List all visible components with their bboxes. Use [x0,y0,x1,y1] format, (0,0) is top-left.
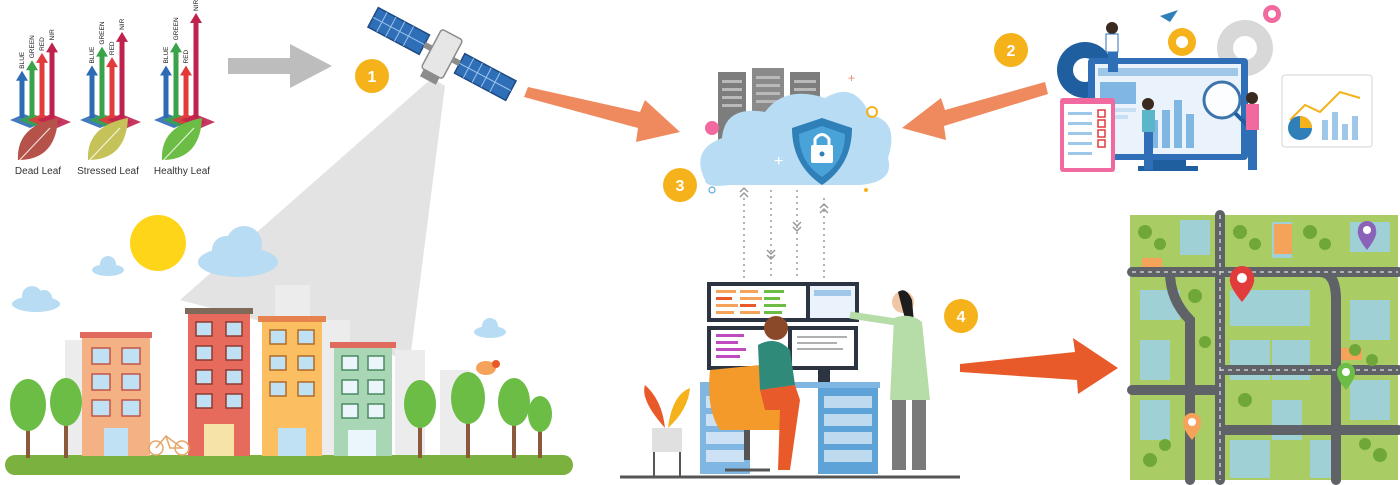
band-label: BLUE [89,46,96,64]
band-arrow-shaft [163,73,169,118]
step-number: 3 [676,178,685,195]
cloud-storage: + + [700,68,892,194]
map-pin-red [1229,266,1255,302]
band-label: GREEN [29,35,36,58]
leaf-icon [161,118,202,160]
ground [5,455,573,475]
band-arrow-head [46,42,58,53]
band-arrow-shaft [119,39,125,118]
band-arrow-head [106,57,118,68]
data-transfer-lines [743,190,825,280]
arrow-satellite-to-cloud [524,87,680,142]
bicycle [148,434,190,456]
leaf-vein [13,127,51,167]
sky-clouds [12,226,506,338]
band-arrow-shaft [193,21,199,118]
building-1 [80,332,152,456]
building-4 [330,342,396,456]
band-arrow-shaft [29,68,35,118]
band-arrow-shaft [109,65,115,118]
step-number: 4 [957,309,966,326]
band-arrow-shaft [39,60,45,118]
step-badge-3: 3 [663,168,697,202]
band-arrow-shaft [173,50,179,118]
step-badge-1: 1 [355,59,389,93]
leaf-vein [83,127,121,167]
band-arrow-head [96,46,108,57]
band-arrow-head [180,65,192,76]
band-label: RED [183,49,190,63]
map-pin-green [1336,363,1356,390]
band-arrow-shaft [99,54,105,118]
band-label: NIR [49,29,56,41]
leaf-label: Stressed Leaf [77,166,139,177]
band-arrow-head [16,70,28,81]
satellite [180,6,518,360]
band-label: BLUE [19,51,26,69]
band-label: NIR [193,0,200,11]
map-pin-orange [1182,413,1202,440]
band-arrow-shaft [183,73,189,118]
band-label: GREEN [173,17,180,40]
band-arrow-head [170,42,182,53]
band-arrow-head [36,52,48,63]
sun [130,215,186,271]
leaf-icon [87,118,128,160]
map-pin-purple [1357,221,1377,250]
svg-text:+: + [848,71,855,85]
workstation-scene [620,282,960,479]
band-label: RED [39,37,46,51]
building-2 [185,308,253,456]
leaf-icon [17,118,59,160]
arrow-analytics-to-cloud [902,82,1048,140]
step-badge-2: 2 [994,33,1028,67]
building-3 [258,316,326,456]
svg-text:+: + [774,153,783,170]
band-arrow-head [116,31,128,42]
step-badge-4: 4 [944,299,978,333]
bird [476,360,500,375]
band-arrow-shaft [19,78,25,118]
arrow-workstation-to-map [960,338,1118,394]
step-number: 2 [1007,43,1016,60]
band-arrow-head [160,65,172,76]
band-label: RED [109,41,116,55]
city-map [1127,210,1400,485]
step-number: 1 [368,69,377,86]
band-arrow-head [190,13,202,23]
band-arrow-shaft [49,50,55,118]
band-arrow-shaft [89,73,95,118]
band-label: GREEN [99,21,106,44]
city-scene [5,215,573,475]
grey-arrow [228,44,332,88]
analytics-scene [1057,5,1373,172]
leaf-label: Healthy Leaf [154,166,210,177]
band-arrow-head [86,65,98,76]
leaf-vein [157,127,195,167]
transfer-chevrons [739,186,829,261]
band-label: NIR [119,18,126,30]
trees [10,372,552,458]
leaf-label: Dead Leaf [15,166,61,177]
band-arrow-head [26,60,38,71]
band-label: BLUE [163,46,170,64]
satellite-beam [180,78,445,360]
